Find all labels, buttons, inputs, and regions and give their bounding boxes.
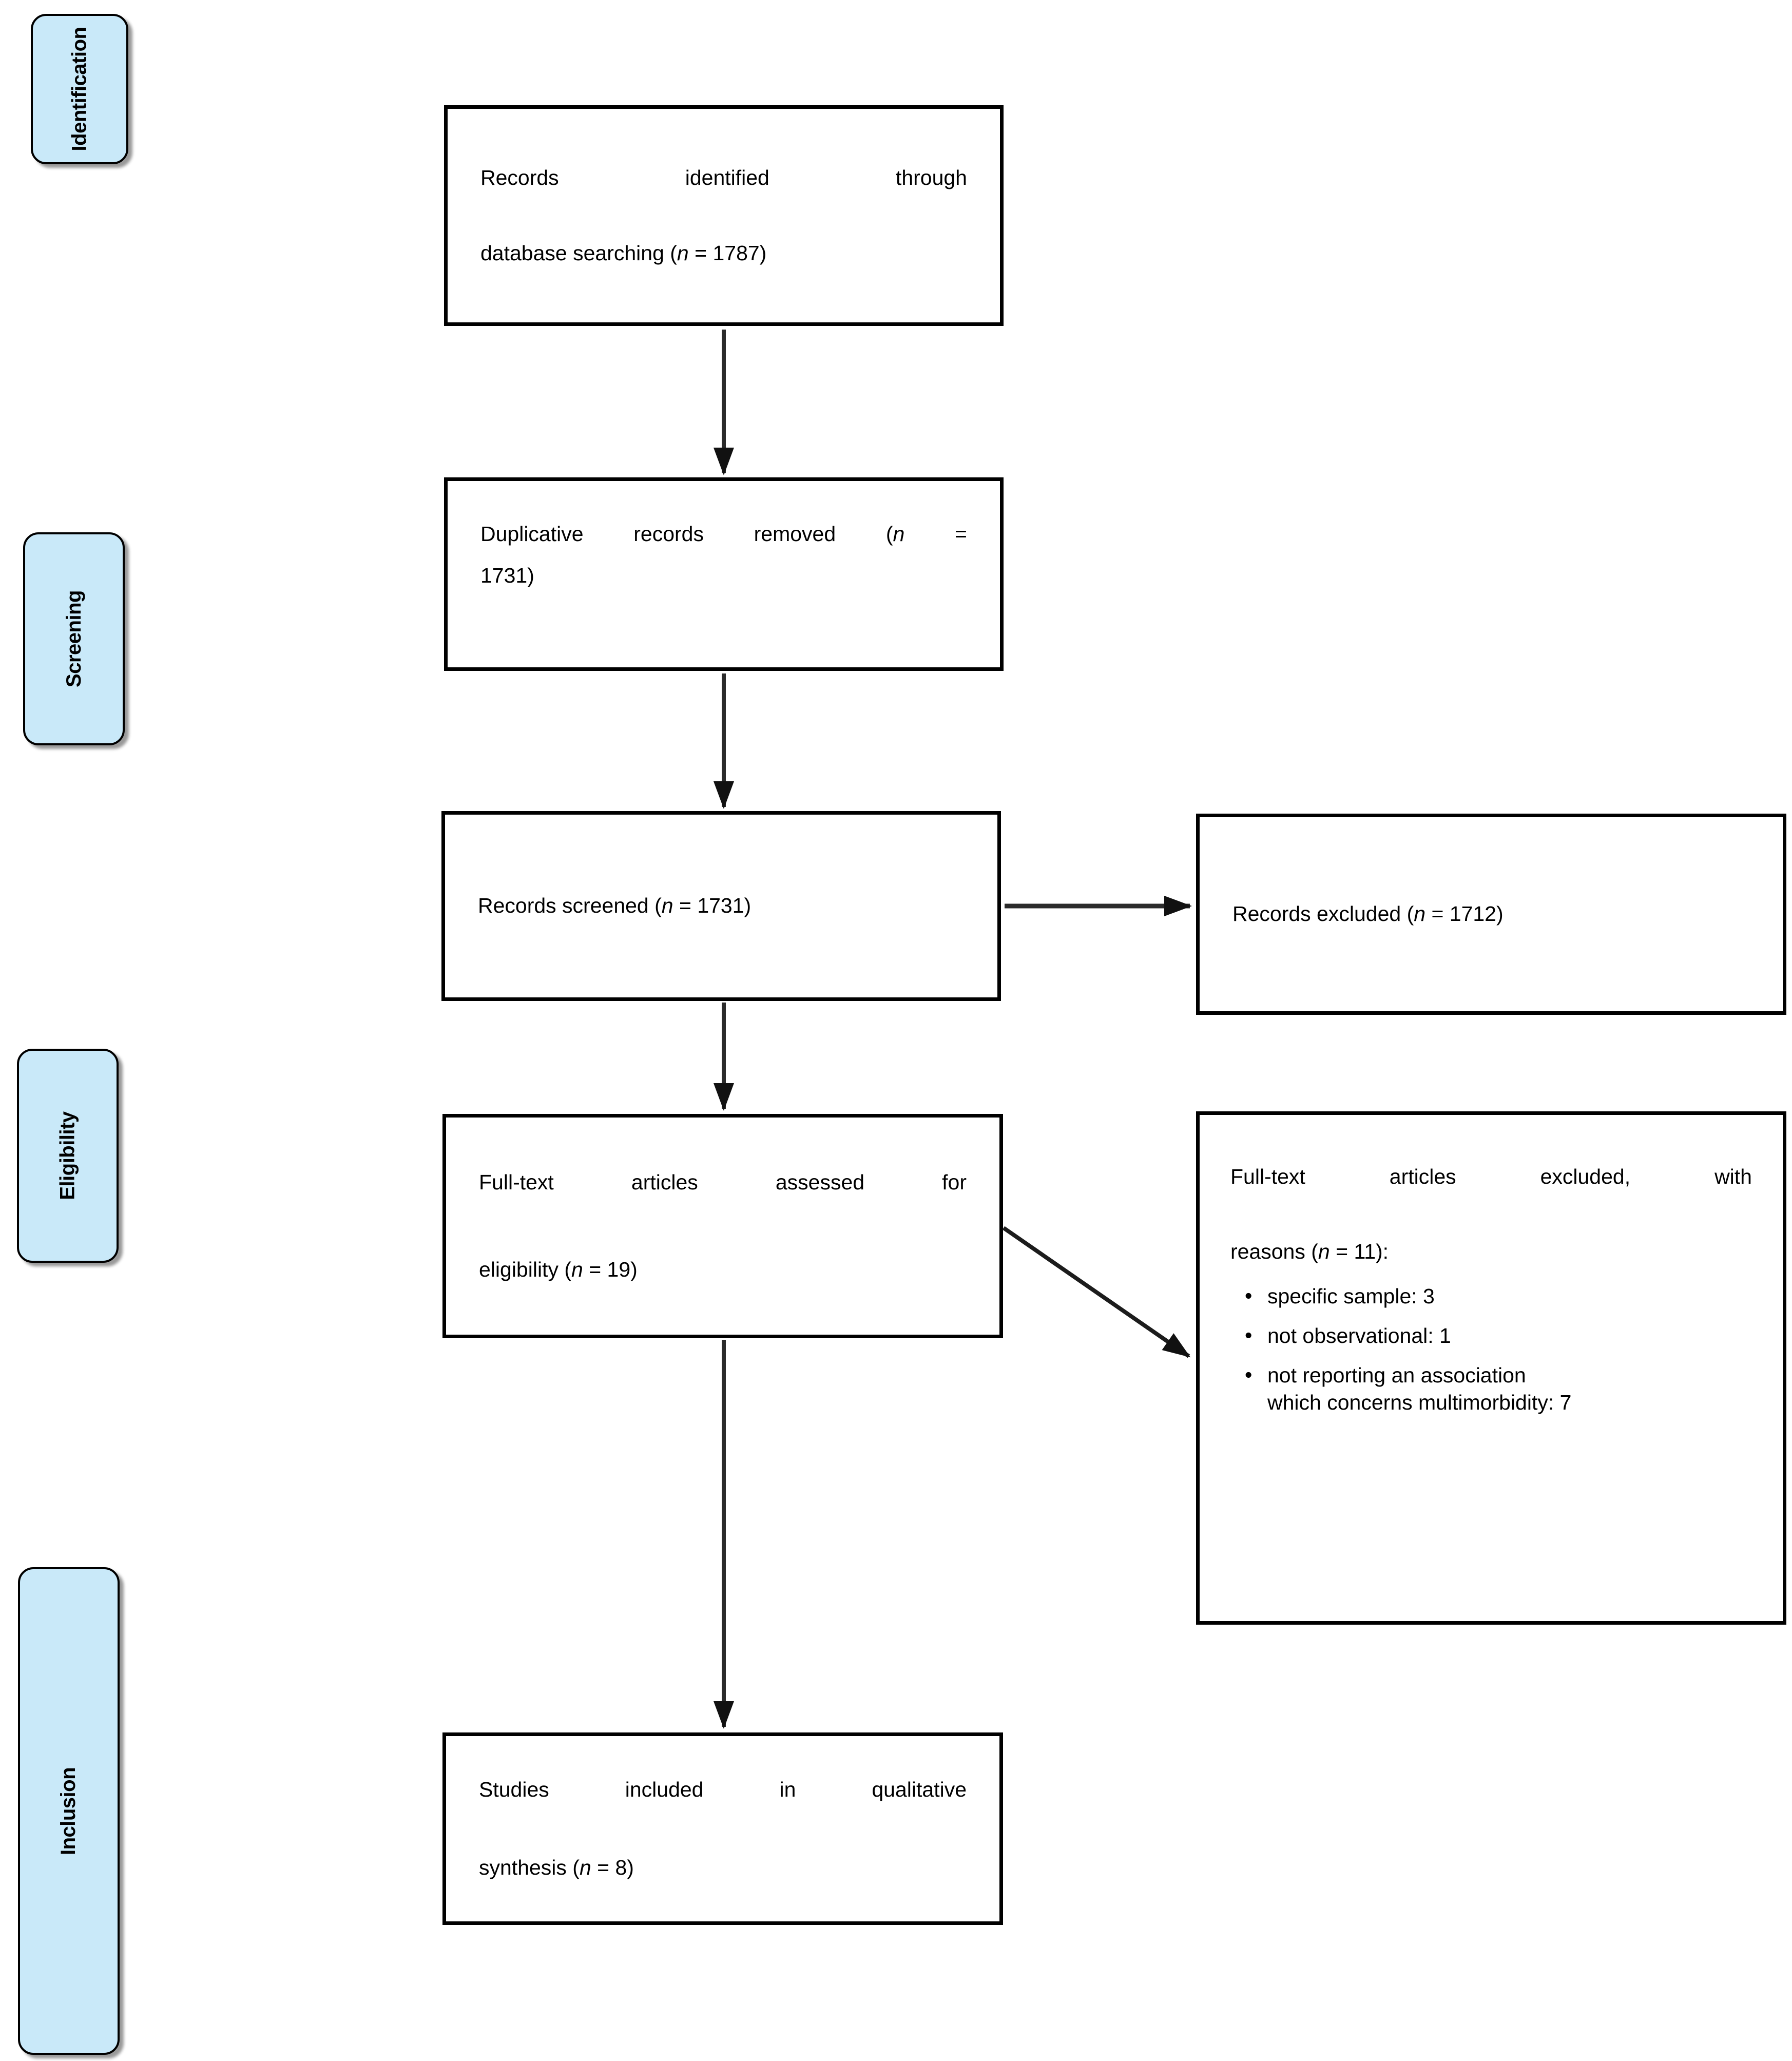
box-duplicates-removed: Duplicative records removed (n = 1731) xyxy=(444,477,1004,671)
box-text-line: database searching (n = 1787) xyxy=(480,241,767,265)
arrow-fulltext-to-excluded xyxy=(1002,1226,1191,1358)
word: Duplicative xyxy=(480,522,584,546)
stage-label-identification: Identification xyxy=(31,14,128,164)
word: excluded, xyxy=(1540,1165,1631,1188)
stage-label-text: Identification xyxy=(68,27,91,151)
box-text-line: Records excluded (n = 1712) xyxy=(1232,902,1504,926)
word: assessed xyxy=(775,1170,865,1195)
bullet-dot: • xyxy=(1245,1363,1253,1387)
box-text-line: Records screened (n = 1731) xyxy=(478,894,752,918)
word: = xyxy=(955,522,967,546)
stage-label-inclusion: Inclusion xyxy=(18,1567,120,2055)
stage-label-screening: Screening xyxy=(23,532,125,745)
box-text-line: Records identified through xyxy=(480,165,967,191)
box-text-line: reasons (n = 11): xyxy=(1230,1240,1389,1264)
word: with xyxy=(1714,1165,1752,1188)
bullet-item: • specific sample: 3 xyxy=(1230,1283,1752,1310)
word: Studies xyxy=(479,1778,549,1802)
word: Full-text xyxy=(479,1170,554,1195)
bullet-text: specific sample: 3 xyxy=(1267,1284,1435,1308)
word: articles xyxy=(631,1170,698,1195)
box-text-line: Studies included in qualitative xyxy=(479,1777,967,1803)
box-text-line: 1731) xyxy=(480,564,534,588)
bullet-dot: • xyxy=(1245,1283,1253,1307)
box-text-line: synthesis (n = 8) xyxy=(479,1855,634,1879)
bullet-text: not observational: 1 xyxy=(1267,1323,1451,1347)
bullet-item: • not observational: 1 xyxy=(1230,1322,1752,1350)
exclusion-reason-list: • specific sample: 3 • not observational: 1… xyxy=(1230,1283,1752,1417)
word: Full-text xyxy=(1230,1165,1305,1188)
box-records-screened: Records screened (n = 1731) xyxy=(441,811,1001,1001)
word: Records xyxy=(480,166,559,190)
word: identified xyxy=(685,166,769,190)
box-text-line: Full-text articles excluded, with xyxy=(1230,1164,1752,1190)
word: records xyxy=(633,522,704,546)
box-studies-included: Studies included in qualitative synthesis (… xyxy=(442,1732,1003,1925)
box-text-line: Full-text articles assessed for xyxy=(479,1169,967,1196)
bullet-dot: • xyxy=(1245,1323,1253,1347)
word: removed xyxy=(754,522,836,546)
stage-label-text: Eligibility xyxy=(56,1111,79,1200)
word: through xyxy=(895,166,967,190)
stage-label-text: Screening xyxy=(62,590,85,687)
word: in xyxy=(779,1778,796,1802)
word: for xyxy=(942,1170,967,1195)
box-records-identified: Records identified through database search… xyxy=(444,105,1004,326)
box-text-line: eligibility (n = 19) xyxy=(479,1257,638,1281)
box-fulltext-excluded: Full-text articles excluded, with reasons (… xyxy=(1196,1111,1786,1625)
word: (n xyxy=(885,522,905,546)
box-fulltext-assessed: Full-text articles assessed for eligibility… xyxy=(442,1114,1003,1338)
stage-label-text: Inclusion xyxy=(57,1767,80,1855)
stage-label-eligibility: Eligibility xyxy=(17,1049,119,1263)
box-text-line: Duplicative records removed (n = xyxy=(480,521,967,547)
word: included xyxy=(625,1778,704,1802)
box-records-excluded: Records excluded (n = 1712) xyxy=(1196,814,1786,1015)
word: articles xyxy=(1389,1165,1456,1188)
word: qualitative xyxy=(872,1778,967,1802)
